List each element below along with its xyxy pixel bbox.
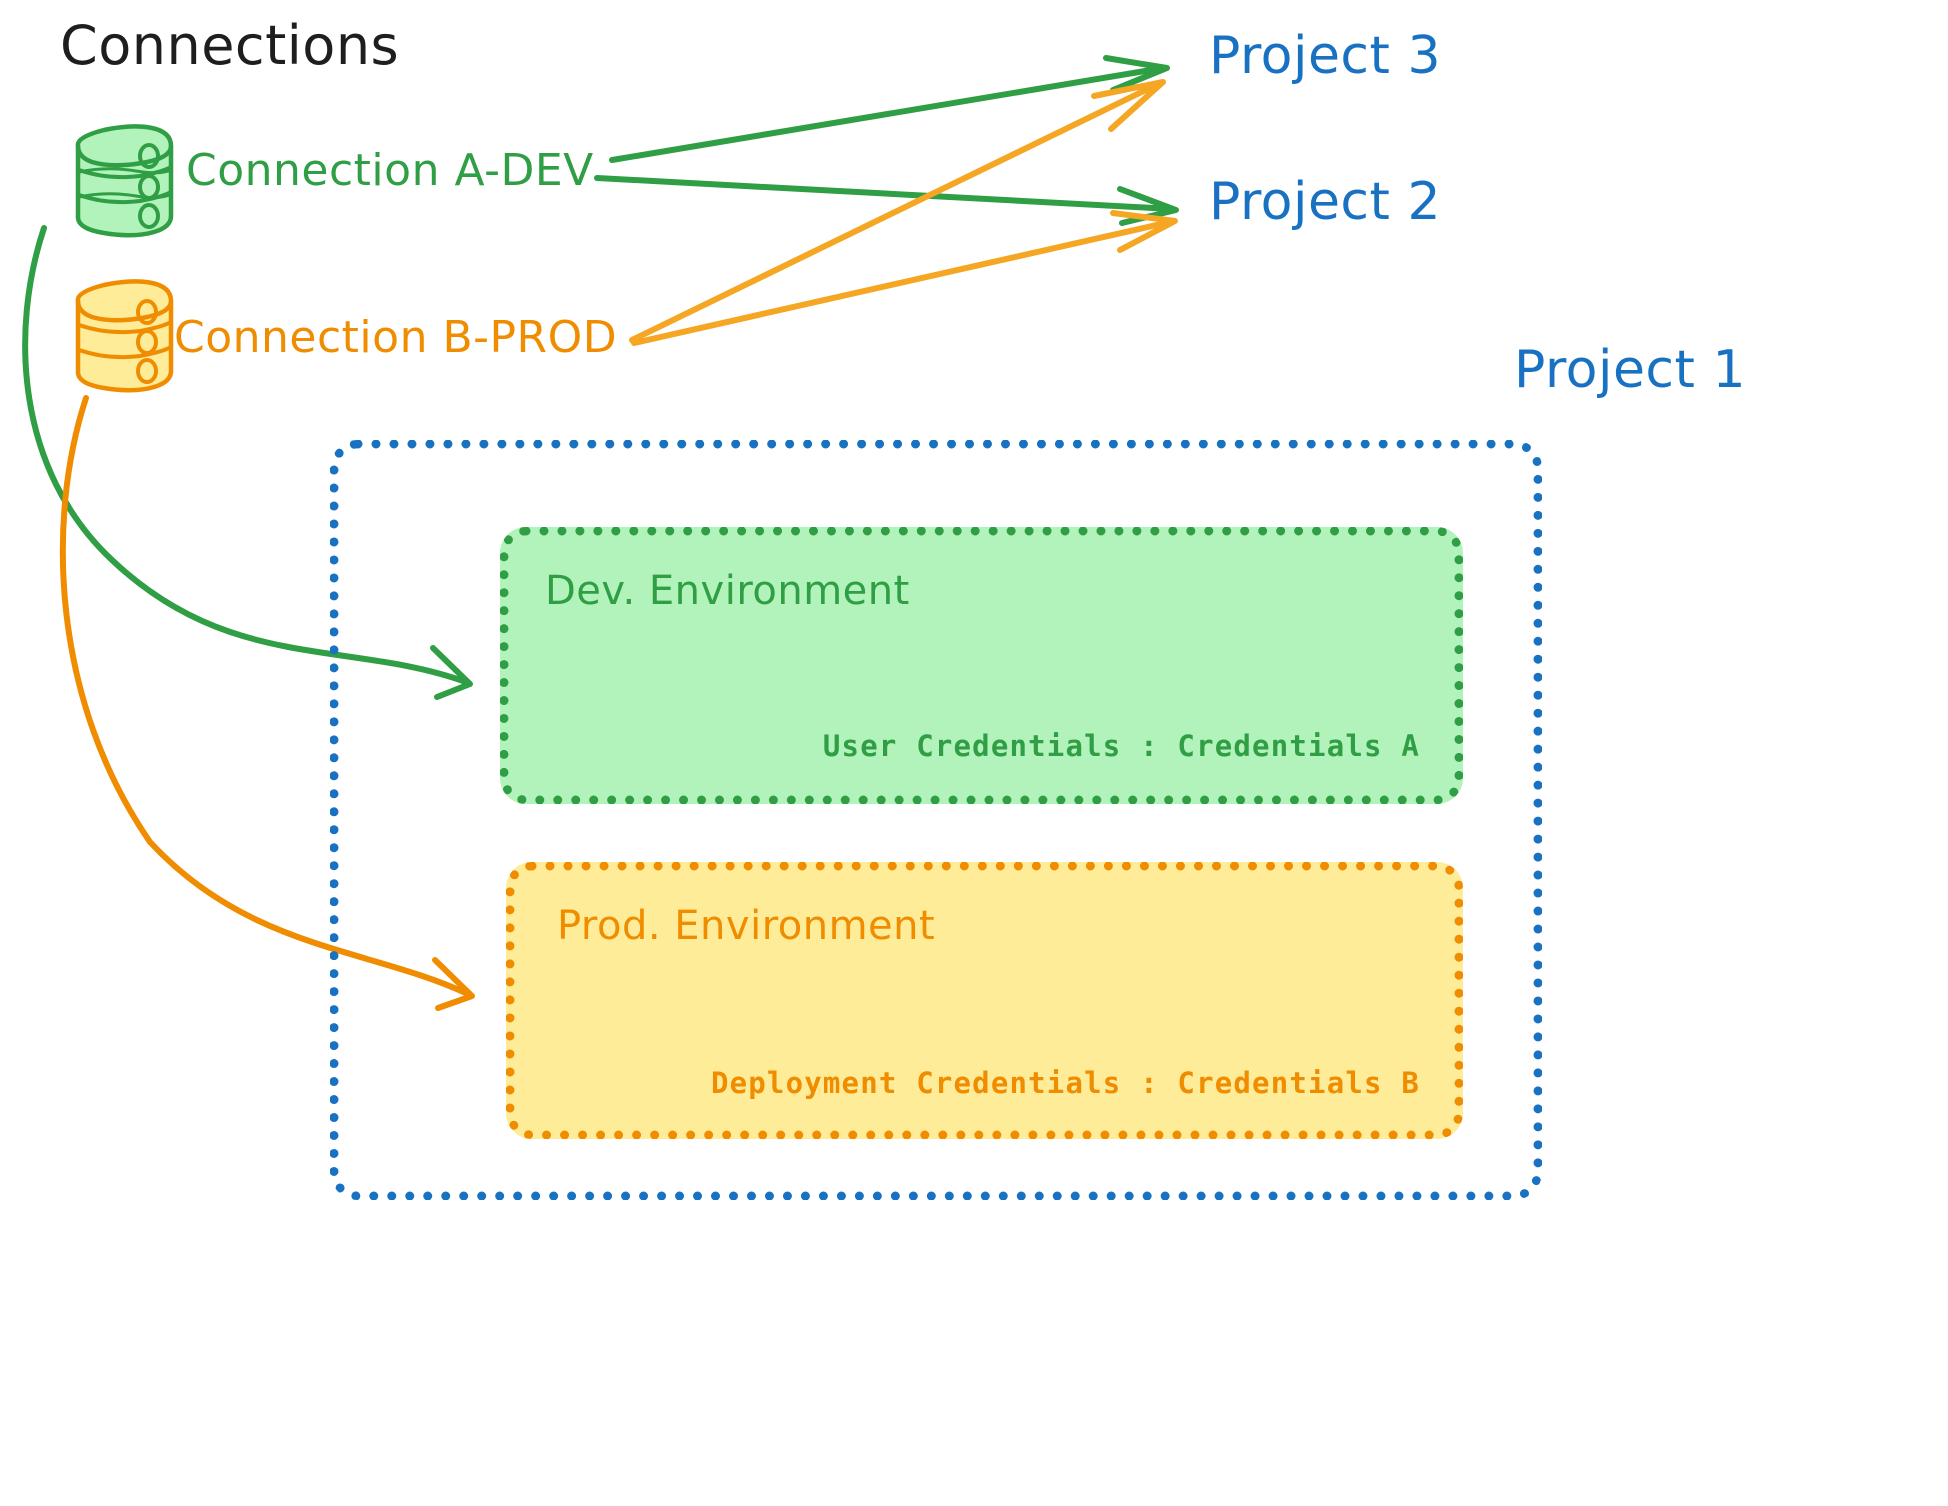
database-cylinder-icon-a-dev[interactable] bbox=[75, 124, 174, 238]
dev-environment-title: Dev. Environment bbox=[545, 568, 910, 614]
dev-environment-box[interactable]: Dev. Environment User Credentials : Cred… bbox=[500, 527, 1463, 804]
prod-environment-box[interactable]: Prod. Environment Deployment Credentials… bbox=[506, 862, 1463, 1139]
connection-b-prod-label[interactable]: Connection B-PROD bbox=[174, 312, 618, 363]
connection-a-dev-label[interactable]: Connection A-DEV bbox=[186, 145, 594, 196]
edge-b-prod-to-prod-environment bbox=[59, 395, 475, 1011]
dev-environment-credentials: User Credentials : Credentials A bbox=[822, 729, 1420, 763]
edge-b-prod-to-project-3 bbox=[629, 79, 1166, 343]
edge-a-dev-to-dev-environment bbox=[22, 225, 473, 700]
database-cylinder-icon-b-prod[interactable] bbox=[75, 279, 174, 393]
page-title: Connections bbox=[60, 14, 400, 77]
edge-b-prod-to-project-2 bbox=[631, 210, 1178, 346]
project-3-label[interactable]: Project 3 bbox=[1209, 26, 1442, 86]
prod-environment-credentials: Deployment Credentials : Credentials B bbox=[710, 1066, 1420, 1100]
project-2-label[interactable]: Project 2 bbox=[1209, 172, 1442, 232]
project-1-label[interactable]: Project 1 bbox=[1514, 340, 1747, 400]
project-1-container[interactable] bbox=[330, 440, 1542, 1200]
prod-environment-title: Prod. Environment bbox=[557, 903, 936, 949]
edge-a-dev-to-project-3 bbox=[609, 55, 1170, 163]
